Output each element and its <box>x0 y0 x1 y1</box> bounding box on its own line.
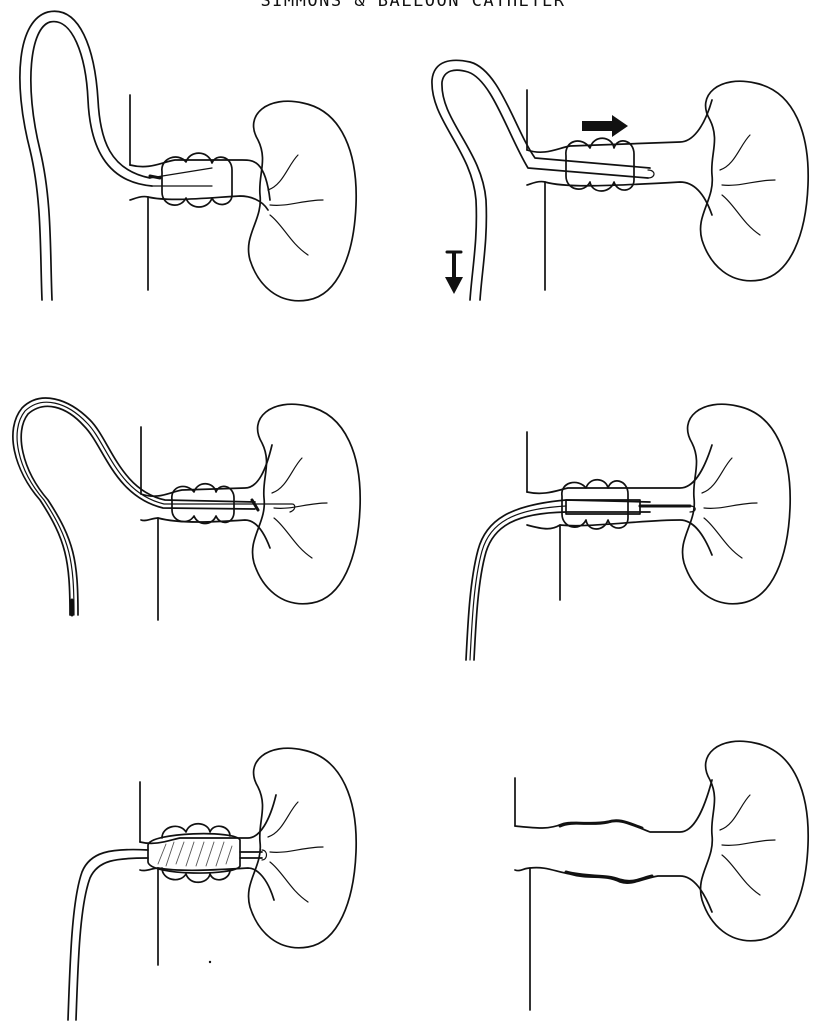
panel-1 <box>20 11 356 300</box>
panel-6 <box>515 741 808 1010</box>
panel-4 <box>466 404 790 660</box>
panel-2 <box>432 60 808 300</box>
right-arrow-icon <box>582 115 628 137</box>
panel-5 <box>68 748 356 1020</box>
panel-3 <box>13 398 360 620</box>
down-arrow-icon <box>445 252 463 294</box>
